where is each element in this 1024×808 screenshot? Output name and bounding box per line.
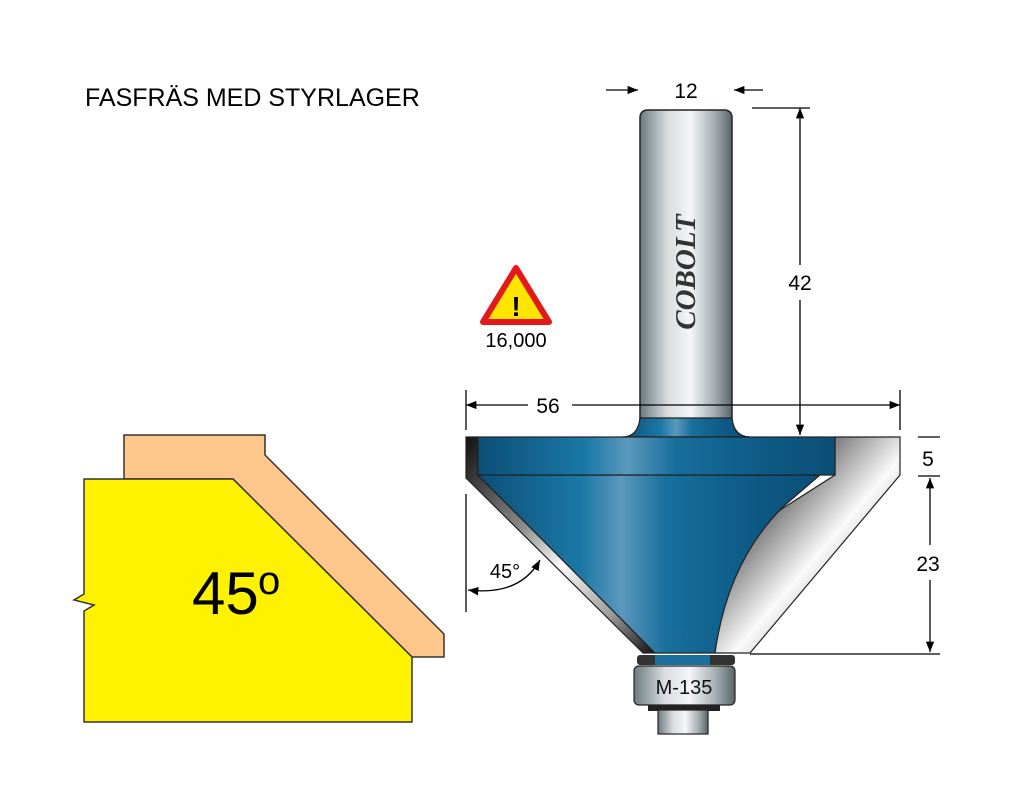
router-bit: M-135 COBOLT <box>465 109 901 735</box>
warning-triangle-icon <box>480 265 552 325</box>
dimension-lines <box>465 85 940 655</box>
dim-cutter-diameter: 56 <box>536 395 559 418</box>
max-rpm: 16,000 <box>485 330 546 352</box>
dim-flange-height: 5 <box>922 448 934 471</box>
shank <box>639 109 733 426</box>
exclamation-symbol: ! <box>511 291 520 322</box>
dim-shank-diameter: 12 <box>674 80 697 103</box>
shank-fillet <box>621 417 751 438</box>
brand-logo: COBOLT <box>670 213 702 330</box>
flange <box>477 436 836 476</box>
bearing-label: M-135 <box>656 677 713 699</box>
cutter-body <box>476 474 822 654</box>
workpiece-profile: 45 o <box>72 434 445 723</box>
bolt <box>657 709 709 735</box>
dim-cut-angle: 45° <box>490 561 520 583</box>
degree-mark: o <box>258 559 280 603</box>
washer-blue <box>655 655 710 665</box>
title: FASFRÄS MED STYRLAGER <box>85 84 420 112</box>
profile-angle-label: 45 <box>192 560 259 627</box>
workpiece <box>72 478 413 723</box>
dim-cut-height: 23 <box>916 553 939 576</box>
bearing-nut-washer <box>648 705 720 711</box>
warning-speed: ! 16,000 <box>480 265 552 352</box>
dim-shank-length: 42 <box>788 272 811 295</box>
